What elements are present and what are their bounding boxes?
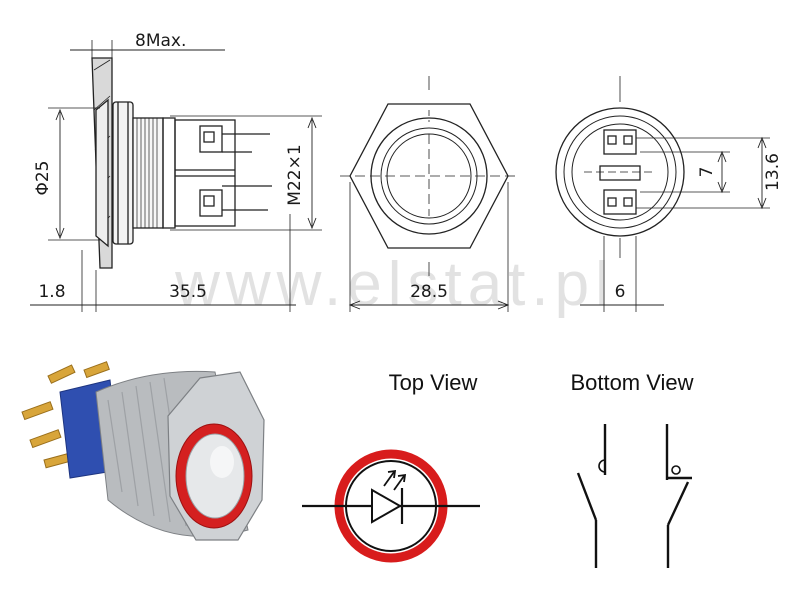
dim-hex-width: 28.5 — [410, 282, 448, 302]
front-view-drawing — [340, 76, 518, 312]
dim-bottom-depth: 6 — [615, 282, 626, 302]
terminal-pins — [21, 361, 110, 469]
top-view-title: Top View — [389, 370, 478, 395]
diode-triangle — [371, 488, 403, 524]
dim-body-length: 35.5 — [169, 282, 207, 302]
led-symbol — [302, 449, 480, 563]
switch-photo — [21, 361, 265, 541]
dim-pin-span: 13.6 — [763, 153, 783, 191]
dim-thread: M22×1 — [285, 144, 305, 205]
side-view-drawing — [30, 40, 322, 312]
dim-diameter: Φ25 — [33, 160, 53, 195]
dim-pin-spacing: 7 — [697, 167, 717, 178]
dim-flange-thickness: 8Max. — [135, 31, 186, 51]
emission-arrows-icon — [383, 469, 407, 491]
bottom-view-drawing — [555, 76, 770, 312]
push-cap — [185, 433, 245, 519]
bottom-view-title: Bottom View — [570, 370, 693, 395]
switch-contact-symbol — [576, 424, 692, 568]
watermark: www.elstat.pl — [174, 250, 615, 319]
dim-front-offset: 1.8 — [38, 282, 65, 302]
